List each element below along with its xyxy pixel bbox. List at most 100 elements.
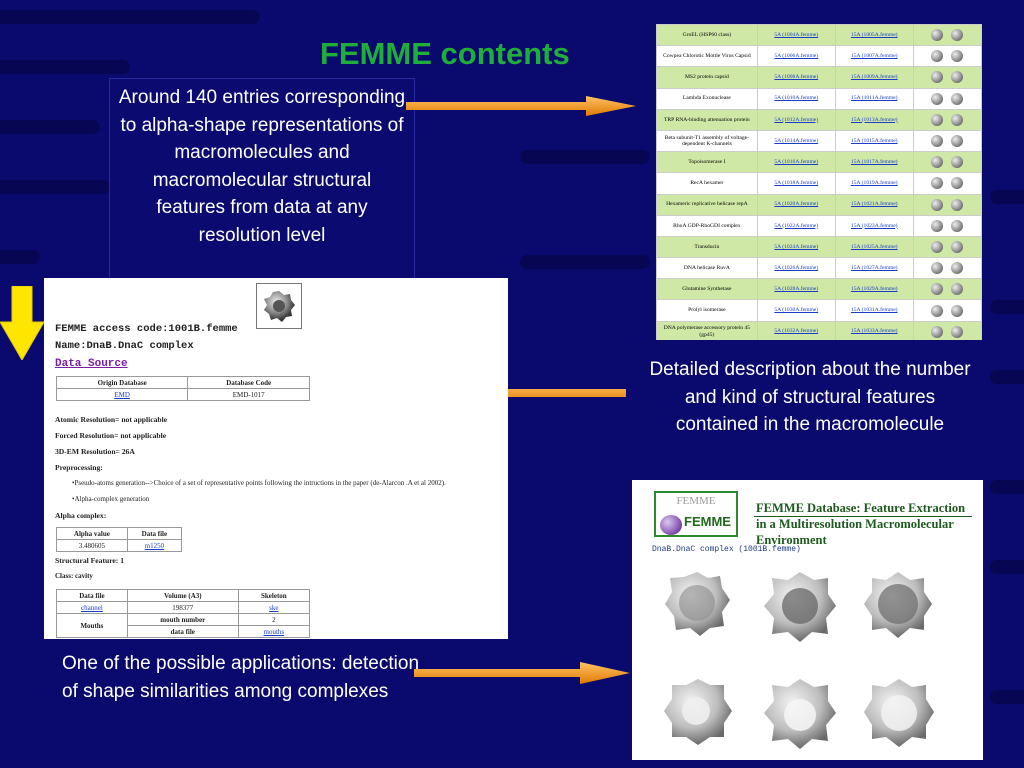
- entry-15a-link[interactable]: 15A (1017A.femme): [834, 151, 914, 174]
- entry-5a-link[interactable]: 5A (1010A.femme): [756, 87, 836, 110]
- molecule-thumb-icon[interactable]: [951, 135, 964, 148]
- mouth-number: 2: [237, 613, 311, 626]
- molecule-thumb-icon[interactable]: [931, 198, 944, 211]
- molecule-thumb-icon[interactable]: [931, 156, 944, 169]
- entry-15a-link[interactable]: 15A (1029A.femme): [834, 278, 914, 301]
- entry-detail-screenshot: FEMME access code:1001B.femme Name:DnaB.…: [44, 278, 508, 639]
- entry-thumbnails[interactable]: [912, 299, 982, 322]
- entry-15a-link[interactable]: 15A (1007A.femme): [834, 45, 914, 68]
- molecule-thumb-icon[interactable]: [951, 177, 964, 190]
- molecule-thumb-icon[interactable]: [931, 113, 944, 126]
- molecule-thumb-icon[interactable]: [951, 304, 964, 317]
- entry-thumbnails[interactable]: [912, 45, 982, 68]
- molecule-thumb-icon[interactable]: [931, 283, 944, 296]
- entry-5a-link[interactable]: 5A (1004A.femme): [756, 24, 836, 47]
- molecule-thumb-icon[interactable]: [951, 325, 964, 338]
- entry-15a-link[interactable]: 15A (1013A.femme): [834, 108, 914, 131]
- molecule-thumb-icon[interactable]: [931, 325, 944, 338]
- molecule-thumb-icon[interactable]: [951, 283, 964, 296]
- mouths-link[interactable]: mouths: [237, 625, 311, 638]
- molecule-thumb-icon[interactable]: [931, 262, 944, 275]
- complex-subtitle: DnaB.DnaC complex (1001B.femme): [652, 545, 801, 554]
- entry-5a-link[interactable]: 5A (1026A.femme): [756, 257, 836, 280]
- entry-5a-link[interactable]: 5A (1030A.femme): [756, 299, 836, 322]
- entry-15a-link[interactable]: 15A (1023A.femme): [834, 214, 914, 237]
- molecule-thumb-icon[interactable]: [951, 71, 964, 84]
- entry-thumbnails[interactable]: [912, 151, 982, 174]
- entry-15a-link[interactable]: 15A (1031A.femme): [834, 299, 914, 322]
- entry-thumbnails[interactable]: [912, 257, 982, 280]
- entry-thumbnails[interactable]: [912, 193, 982, 216]
- entry-name: DNA polymerase accessory protein 45 (gp4…: [656, 320, 758, 340]
- atomic-resolution: Atomic Resolution= not applicable: [55, 415, 168, 424]
- origin-database-link[interactable]: EMD: [55, 388, 189, 401]
- molecule-thumb-icon[interactable]: [931, 177, 944, 190]
- molecule-thumb-icon[interactable]: [951, 198, 964, 211]
- molecule-thumb-icon[interactable]: [951, 262, 964, 275]
- entry-5a-link[interactable]: 5A (1006A.femme): [756, 45, 836, 68]
- entry-thumbnails[interactable]: [912, 172, 982, 195]
- molecule-thumb-icon[interactable]: [951, 240, 964, 253]
- entry-5a-link[interactable]: 5A (1014A.femme): [756, 129, 836, 153]
- entry-name: Glutamine Synthetase: [656, 278, 758, 301]
- entry-15a-link[interactable]: 15A (1021A.femme): [834, 193, 914, 216]
- femme-logo: FEMME FEMME: [654, 491, 738, 537]
- entry-5a-link[interactable]: 5A (1012A.femme): [756, 108, 836, 131]
- molecule-thumb-icon[interactable]: [951, 113, 964, 126]
- entry-15a-link[interactable]: 15A (1011A.femme): [834, 87, 914, 110]
- entry-15a-link[interactable]: 15A (1033A.femme): [834, 320, 914, 340]
- entry-name: MS2 protein capsid: [656, 66, 758, 89]
- entry-thumbnails[interactable]: [912, 278, 982, 301]
- entry-5a-link[interactable]: 5A (1024A.femme): [756, 235, 836, 259]
- molecule-thumbnail[interactable]: [256, 283, 302, 329]
- entry-5a-link[interactable]: 5A (1018A.femme): [756, 172, 836, 195]
- entry-5a-link[interactable]: 5A (1028A.femme): [756, 278, 836, 301]
- entry-thumbnails[interactable]: [912, 214, 982, 237]
- entry-thumbnails[interactable]: [912, 235, 982, 259]
- molecule-thumb-icon[interactable]: [951, 92, 964, 105]
- database-code: EMD-1017: [187, 388, 310, 401]
- entry-15a-link[interactable]: 15A (1027A.femme): [834, 257, 914, 280]
- molecule-thumb-icon[interactable]: [931, 71, 944, 84]
- molecule-thumb-icon[interactable]: [931, 219, 944, 232]
- entry-15a-link[interactable]: 15A (1019A.femme): [834, 172, 914, 195]
- col-feature-data-file: Data file: [56, 589, 128, 602]
- alpha-data-file-link[interactable]: m1250: [126, 539, 183, 552]
- molecule-thumb-icon[interactable]: [931, 135, 944, 148]
- mouths-label: Mouths: [56, 613, 128, 638]
- molecule-thumb-icon[interactable]: [931, 29, 944, 42]
- molecule-thumb-icon[interactable]: [951, 29, 964, 42]
- entry-name: Cowpea Chlorotic Mottle Virus Capsid: [656, 45, 758, 68]
- preprocessing-step-1: •Pseudo-atoms generation-->Choice of a s…: [72, 479, 446, 487]
- col-origin-database: Origin Database: [55, 376, 189, 389]
- entry-thumbnails[interactable]: [912, 66, 982, 89]
- entry-5a-link[interactable]: 5A (1032A.femme): [756, 320, 836, 340]
- entry-5a-link[interactable]: 5A (1020A.femme): [756, 193, 836, 216]
- entry-thumbnails[interactable]: [912, 87, 982, 110]
- slide-title: FEMME contents: [320, 36, 570, 71]
- entry-thumbnails[interactable]: [912, 108, 982, 131]
- molecule-thumb-icon[interactable]: [931, 50, 944, 63]
- entry-5a-link[interactable]: 5A (1008A.femme): [756, 66, 836, 89]
- entry-thumbnails[interactable]: [912, 320, 982, 340]
- molecule-thumb-icon[interactable]: [931, 240, 944, 253]
- molecule-thumb-icon[interactable]: [951, 219, 964, 232]
- col-skeleton: Skeleton: [237, 589, 311, 602]
- molecule-thumb-icon[interactable]: [951, 156, 964, 169]
- entry-5a-link[interactable]: 5A (1022A.femme): [756, 214, 836, 237]
- entry-thumbnails[interactable]: [912, 24, 982, 47]
- entry-15a-link[interactable]: 15A (1015A.femme): [834, 129, 914, 153]
- entry-5a-link[interactable]: 5A (1016A.femme): [756, 151, 836, 174]
- entry-15a-link[interactable]: 15A (1025A.femme): [834, 235, 914, 259]
- skeleton-link[interactable]: ske: [237, 601, 311, 614]
- molecule-thumb-icon[interactable]: [931, 92, 944, 105]
- molecule-thumb-icon[interactable]: [931, 304, 944, 317]
- channel-link[interactable]: channel: [56, 601, 128, 614]
- data-source-link[interactable]: Data Source: [55, 358, 128, 370]
- entry-15a-link[interactable]: 15A (1005A.femme): [834, 24, 914, 47]
- entry-15a-link[interactable]: 15A (1009A.femme): [834, 66, 914, 89]
- entry-thumbnails[interactable]: [912, 129, 982, 153]
- molecule-thumb-icon[interactable]: [951, 50, 964, 63]
- title-divider: [754, 516, 972, 517]
